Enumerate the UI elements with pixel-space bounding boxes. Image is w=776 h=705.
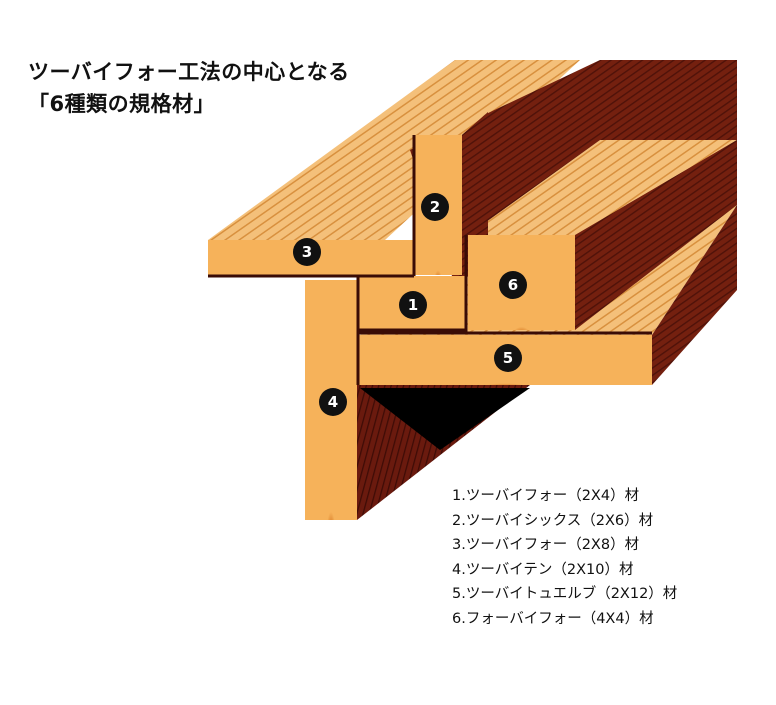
board-2-top-face [414,112,488,135]
board-6-side [575,140,737,330]
marker-5-label: 5 [503,349,513,367]
marker-3-label: 3 [302,243,312,261]
marker-1: 1 [399,291,427,319]
legend-list: 1.ツーバイフォー（2X4）材 2.ツーバイシックス（2X6）材 3.ツーバイフ… [452,484,677,632]
legend-item-6: 6.フォーバイフォー（4X4）材 [452,610,654,627]
joint-lines [208,135,652,385]
title-line-1: ツーバイフォー工法の中心となる [28,60,350,84]
marker-4: 4 [319,388,347,416]
legend-item-2: 2.ツーバイシックス（2X6）材 [452,512,654,529]
marker-5: 5 [494,344,522,372]
legend-item-1: 1.ツーバイフォー（2X4）材 [452,488,640,504]
legend-item-5: 5.ツーバイトュエルブ（2X12）材 [452,586,678,603]
marker-4-label: 4 [328,393,338,411]
marker-2: 2 [421,193,449,221]
marker-6-label: 6 [508,276,518,294]
board-2-side [462,112,488,275]
legend-item-4: 4.ツーバイテン（2X10）材 [452,561,634,578]
shadow-triangle [360,388,530,450]
board-5-side [652,205,737,385]
marker-3: 3 [293,238,321,266]
legend-item-3: 3.ツーバイフォー（2X8）材 [452,537,640,554]
title-line-2: 「6種類の規格材」 [28,92,216,116]
board-6-top-face [468,140,737,235]
marker-2-label: 2 [430,198,440,216]
marker-6: 6 [499,271,527,299]
marker-1-label: 1 [408,296,418,314]
board-3-top-face [208,60,580,240]
